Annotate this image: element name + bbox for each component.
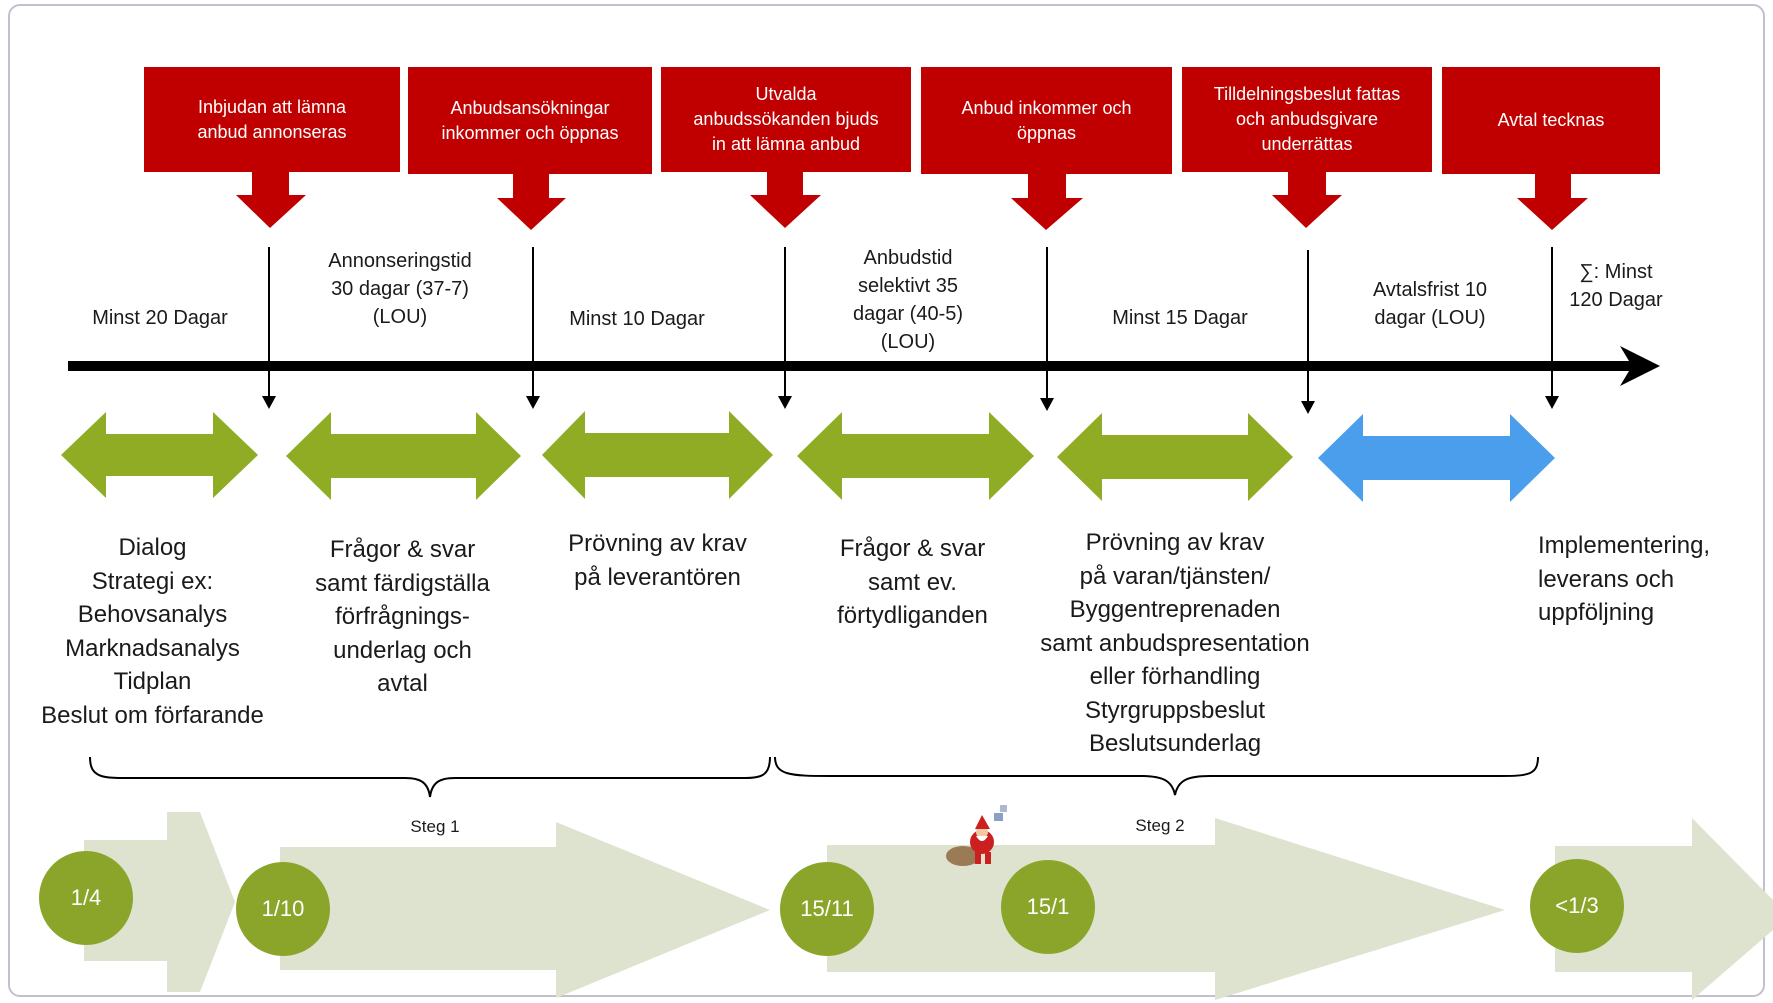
brace-steg-2 bbox=[774, 756, 1539, 796]
phase-arrow-1 bbox=[61, 412, 258, 498]
duration-label-4: Anbudstid selektivt 35 dagar (40-5) (LOU… bbox=[852, 247, 964, 353]
activity-text-2: Frågor & svar samt färdigställa förfrågn… bbox=[315, 536, 490, 697]
date-circle-5: <1/3 bbox=[1530, 859, 1624, 953]
phase-arrow-4 bbox=[797, 412, 1034, 500]
milestone-label-3: Utvalda anbudssökanden bjuds in att lämn… bbox=[693, 84, 879, 154]
duration-label-1: Minst 20 Dagar bbox=[92, 307, 228, 329]
phase-arrow-5 bbox=[1057, 413, 1293, 501]
milestone-label-6: Avtal tecknas bbox=[1497, 110, 1605, 130]
step-label-2: Steg 2 bbox=[1135, 816, 1185, 835]
activity-text-1: Dialog Strategi ex: Behovsanalys Marknad… bbox=[41, 534, 264, 729]
pale-arrow-3 bbox=[827, 818, 1505, 1000]
pale-arrow-2 bbox=[280, 822, 770, 998]
phase-arrow-3 bbox=[542, 411, 773, 499]
milestone-box-5 bbox=[1182, 67, 1432, 228]
milestone-label-4: Anbud inkommer och öppnas bbox=[961, 97, 1132, 143]
milestone-box-1 bbox=[144, 67, 400, 228]
phase-arrow-6 bbox=[1318, 414, 1555, 502]
duration-label-3: Minst 10 Dagar bbox=[569, 308, 705, 330]
step-label-1: Steg 1 bbox=[410, 817, 460, 836]
milestone-box-4 bbox=[921, 67, 1172, 230]
date-circle-1: 1/4 bbox=[39, 851, 133, 945]
activity-text-6: Implementering, leverans och uppföljning bbox=[1538, 532, 1711, 626]
pale-arrow-4 bbox=[1555, 818, 1773, 1000]
timeline-arrow bbox=[68, 346, 1660, 386]
pale-arrow-1 bbox=[84, 812, 235, 992]
brace-steg-1 bbox=[89, 756, 771, 798]
milestone-box-3 bbox=[661, 67, 911, 228]
activity-text-3: Prövning av krav på leverantören bbox=[568, 530, 747, 591]
date-circle-3: 15/11 bbox=[780, 862, 874, 956]
slide-frame bbox=[8, 4, 1765, 997]
activity-text-5: Prövning av krav på varan/tjänsten/ Bygg… bbox=[1040, 529, 1310, 757]
milestone-label-5: Tilldelningsbeslut fattas och anbudsgiva… bbox=[1213, 84, 1401, 154]
milestone-label-2: Anbudsansökningar inkommer och öppnas bbox=[441, 97, 619, 143]
activity-text-4: Frågor & svar samt ev. förtydliganden bbox=[837, 535, 988, 629]
date-circle-2: 1/10 bbox=[236, 862, 330, 956]
duration-label-2: Annonseringstid 30 dagar (37-7) (LOU) bbox=[328, 250, 472, 328]
duration-label-6: Avtalsfrist 10 dagar (LOU) bbox=[1372, 279, 1488, 329]
milestone-label-1: Inbjudan att lämna anbud annonseras bbox=[197, 96, 347, 142]
duration-label-5: Minst 15 Dagar bbox=[1112, 307, 1248, 329]
santa-icon bbox=[946, 805, 1007, 866]
tick-markers bbox=[262, 247, 1559, 414]
date-circle-4: 15/1 bbox=[1001, 860, 1095, 954]
milestone-box-6 bbox=[1442, 67, 1660, 230]
milestone-box-2 bbox=[408, 67, 652, 230]
phase-arrow-2 bbox=[286, 412, 521, 500]
duration-total-label: ∑: Minst 120 Dagar bbox=[1569, 261, 1663, 311]
